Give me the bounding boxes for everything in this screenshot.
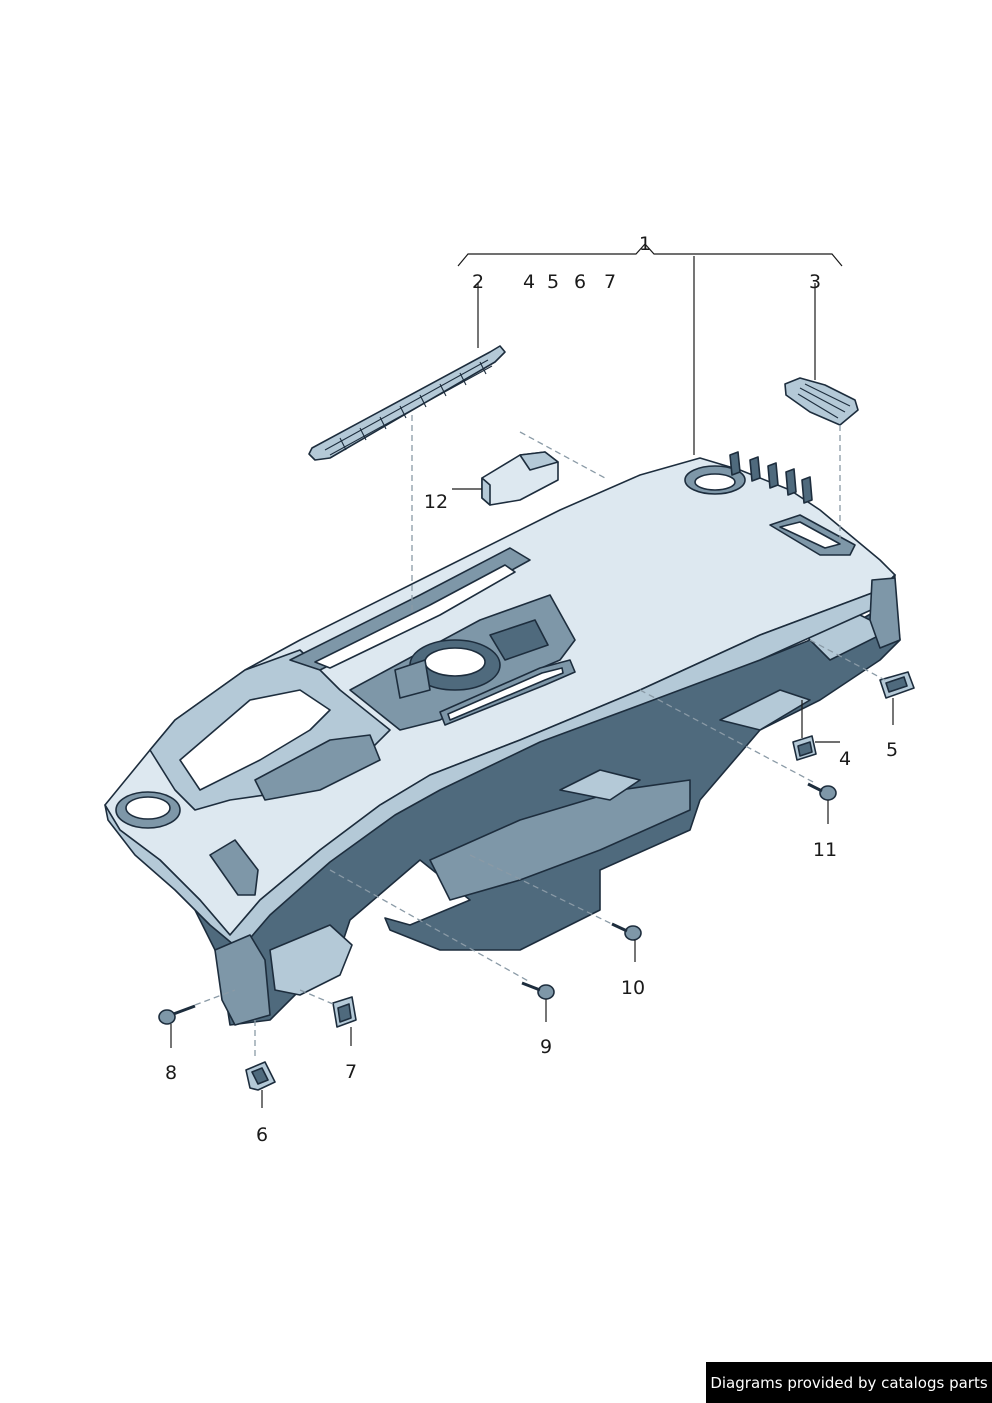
callout-labels: 1 2 4 5 6 7 3 12 4 5 11 10 9 8 7 6 (165, 233, 898, 1146)
part-clip-6 (245, 1061, 276, 1091)
part-screw-9 (521, 981, 555, 1000)
credit-banner: Diagrams provided by catalogs parts (706, 1362, 992, 1403)
part-defrost-grille (308, 345, 506, 461)
part-speaker-grille (784, 377, 859, 426)
callout-8: 8 (165, 1062, 177, 1084)
callout-10: 10 (621, 977, 645, 999)
part-screw-10 (611, 922, 642, 941)
assembly-guide-lines (194, 415, 886, 1060)
callout-4: 4 (839, 748, 851, 770)
callout-sub-7: 7 (604, 271, 616, 293)
dashboard-panel (104, 451, 901, 1026)
part-screw-11 (807, 782, 837, 801)
part-clip-5 (879, 671, 915, 699)
callout-sub-4: 4 (523, 271, 535, 293)
part-clip-7 (332, 996, 357, 1028)
callout-3: 3 (809, 271, 821, 293)
part-foam-pad (481, 451, 559, 506)
leader-lines (170, 283, 894, 1108)
callout-sub-5: 5 (547, 271, 559, 293)
callout-11: 11 (813, 839, 837, 861)
callout-sub-6: 6 (574, 271, 586, 293)
callout-7: 7 (345, 1061, 357, 1083)
callout-2: 2 (472, 271, 484, 293)
callout-9: 9 (540, 1036, 552, 1058)
callout-5: 5 (886, 739, 898, 761)
callout-12: 12 (424, 491, 448, 513)
part-clip-4 (792, 735, 817, 761)
callout-6: 6 (256, 1124, 268, 1146)
assembly-bracket (457, 243, 843, 455)
callout-1: 1 (639, 233, 651, 255)
part-screw-8 (158, 1004, 196, 1025)
